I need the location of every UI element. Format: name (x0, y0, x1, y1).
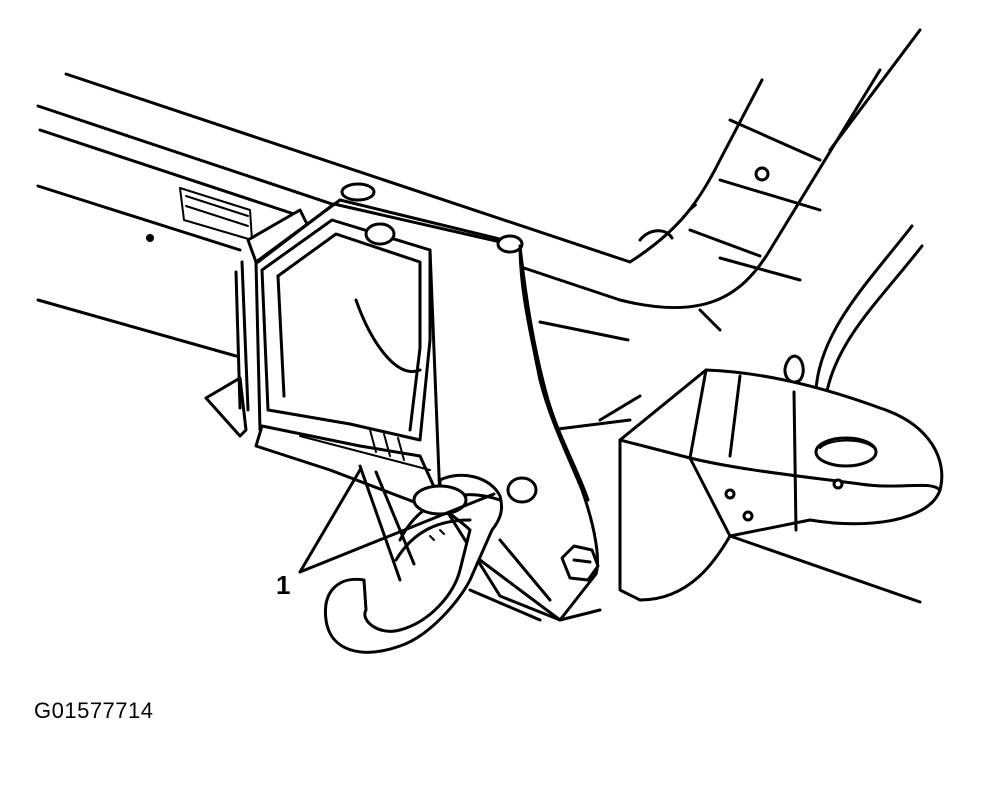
tow-hook-bracket (204, 182, 602, 622)
hitch-receiver (618, 368, 944, 602)
wiring-harness (783, 224, 924, 398)
figure-id: G01577714 (34, 698, 154, 723)
lower-rail (538, 320, 922, 604)
callout-label: 1 (276, 570, 290, 600)
callout-1: 1 (276, 468, 496, 600)
tow-hook (323, 473, 504, 654)
cross-member (618, 28, 922, 332)
